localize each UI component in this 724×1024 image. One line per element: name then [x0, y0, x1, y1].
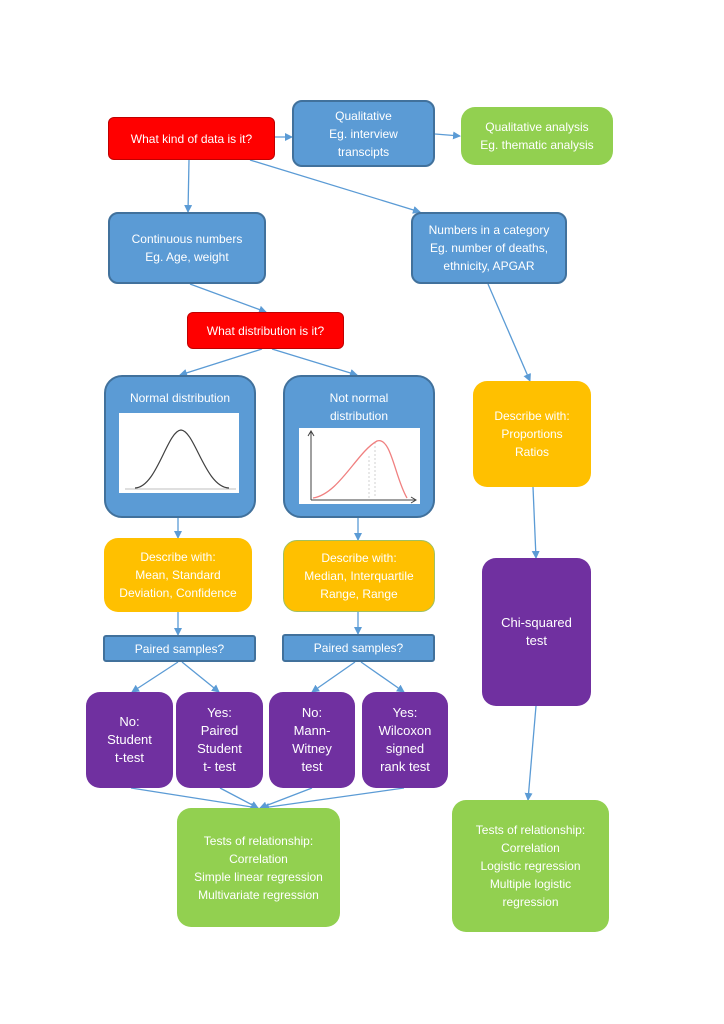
relationship-tests-right-node-text: Tests of relationship: — [475, 823, 586, 837]
continuous-node-text: Continuous numbers — [131, 232, 243, 246]
describe-mean-node-text: Deviation, Confidence — [119, 586, 237, 600]
describe-median-node-text: Median, Interquartile — [304, 569, 414, 583]
arrow-data-to-categorical — [249, 159, 421, 214]
paired-student-t-test-node-text: Paired — [200, 723, 239, 738]
qualitative-node-text: Eg. interview — [329, 126, 398, 141]
student-t-test-node-text: No: — [119, 714, 140, 729]
relationship-tests-right-node-text: regression — [502, 895, 559, 909]
paired-samples-left-node: Paired samples? — [103, 635, 256, 662]
qualitative-analysis-node-text: Qualitative analysis — [485, 120, 589, 134]
describe-mean-node-text: Describe with: — [140, 550, 216, 564]
mann-witney-test-node-text: test — [301, 759, 323, 774]
arrow-data-to-continuous — [184, 159, 193, 213]
arrow-describe-to-chisquared — [531, 486, 540, 559]
relationship-tests-left-node-text: Correlation — [229, 851, 288, 866]
categorical-node-text: ethnicity, APGAR — [443, 259, 535, 273]
distribution-question-node-text: What distribution is it? — [206, 323, 325, 338]
paired-student-t-test-node-text: Student — [197, 741, 242, 756]
wilcoxon-test-node-text: rank test — [380, 759, 430, 774]
qualitative-node-text: transcipts — [337, 144, 390, 159]
describe-median-node-text: Describe with: — [321, 551, 397, 565]
continuous-node-text: Eg. Age, weight — [145, 250, 229, 264]
arrow-categorical-to-describe — [487, 283, 531, 382]
student-t-test-node: No: Student t-test — [86, 692, 173, 788]
paired-student-t-test-node-text: t- test — [203, 759, 236, 774]
arrow-distribution-to-normal — [179, 348, 263, 377]
mann-witney-test-node-text: No: — [301, 705, 323, 720]
wilcoxon-test-node-text: Yes: — [392, 705, 418, 720]
arrow-chisquared-to-relationship — [524, 705, 537, 801]
paired-student-t-test-node-text: Yes: — [207, 705, 232, 720]
student-t-test-node-text: Student — [107, 732, 152, 747]
data-kind-node-text: What kind of data is it? — [130, 131, 253, 146]
chi-squared-test-node: Chi-squared test — [482, 558, 591, 706]
student-t-test-node-text: t-test — [115, 750, 144, 765]
relationship-tests-right-node-text: Logistic regression — [480, 859, 581, 873]
describe-mean-node-text: Mean, Standard — [135, 568, 221, 582]
paired-samples-left-node-text: Paired samples? — [134, 641, 225, 656]
relationship-tests-right-node-text: Correlation — [501, 841, 560, 855]
arrow-paired-right-to-wilcoxon — [360, 661, 405, 693]
arrow-distribution-to-notnormal — [271, 348, 358, 377]
arrow-wilcoxon-to-relationship — [261, 787, 405, 811]
describe-proportions-node-text: Ratios — [514, 445, 549, 459]
data-kind-node: What kind of data is it? — [108, 117, 275, 160]
paired-samples-right-node-text: Paired samples? — [313, 641, 404, 655]
categorical-node-text: Numbers in a category — [428, 223, 550, 237]
arrow-paired-left-to-pairedt — [181, 661, 220, 693]
wilcoxon-test-node-text: signed — [385, 741, 425, 756]
chi-squared-test-node-text: Chi-squared — [501, 615, 572, 630]
describe-median-node-text: Range, Range — [320, 587, 398, 601]
skewed-distribution-curve-icon — [299, 428, 420, 504]
normal-distribution-node-text: Normal distribution — [129, 391, 231, 405]
chi-squared-test-node-text: test — [526, 633, 547, 648]
qualitative-analysis-node-text: Eg. thematic analysis — [480, 138, 594, 152]
describe-proportions-node-text: Describe with: — [494, 409, 570, 423]
not-normal-distribution-node-text: Not normal — [329, 391, 389, 405]
wilcoxon-test-node: Yes: Wilcoxon signed rank test — [362, 692, 448, 788]
arrow-pairedt-to-relationship — [219, 787, 259, 809]
mann-witney-test-node-text: Witney — [292, 741, 332, 756]
categorical-node-text: Eg. number of deaths, — [429, 241, 549, 255]
mann-witney-test-node-text: Mann- — [293, 723, 331, 738]
arrow-paired-left-to-student — [131, 661, 179, 693]
not-normal-distribution-node-text: distribution — [329, 409, 389, 423]
distribution-question-node: What distribution is it? — [187, 312, 344, 349]
relationship-tests-left-node-text: Multivariate regression — [198, 887, 319, 902]
wilcoxon-test-node-text: Wilcoxon — [378, 723, 432, 738]
qualitative-node-text: Qualitative — [335, 108, 392, 123]
arrow-student-to-relationship — [130, 787, 259, 811]
describe-proportions-node-text: Proportions — [501, 427, 563, 441]
paired-samples-right-node: Paired samples? — [282, 634, 435, 662]
arrow-continuous-to-distribution — [189, 283, 267, 314]
arrow-paired-right-to-mann — [311, 661, 356, 693]
normal-distribution-curve-icon — [119, 413, 239, 493]
arrow-qualitative-to-analysis — [434, 131, 461, 140]
relationship-tests-left-node-text: Tests of relationship: — [203, 833, 314, 848]
relationship-tests-left-node-text: Simple linear regression — [194, 869, 323, 884]
mann-witney-test-node: No: Mann- Witney test — [269, 692, 355, 788]
relationship-tests-right-node-text: Multiple logistic — [489, 877, 572, 891]
